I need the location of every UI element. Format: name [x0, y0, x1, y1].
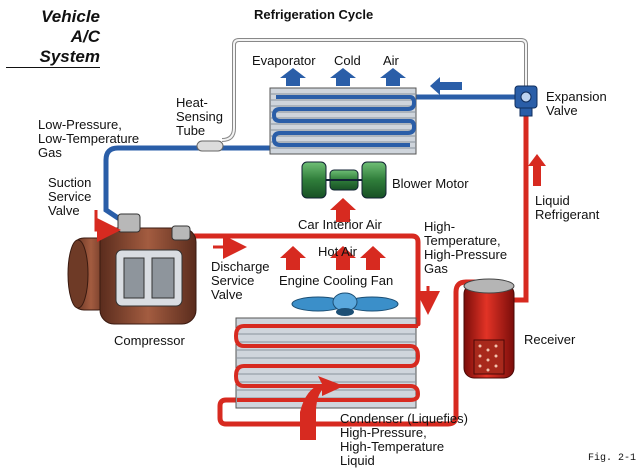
label-receiver: Receiver	[524, 332, 576, 347]
label-high-temp-gas: High- Temperature, High-Pressure Gas	[424, 219, 508, 276]
flow-arrow-blue	[430, 77, 462, 95]
label-heat-sensing-tube: Heat- Sensing Tube	[176, 95, 223, 138]
label-condenser: Condenser (Liquefies) High-Pressure, Hig…	[340, 411, 468, 468]
label-expansion-valve: Expansion Valve	[546, 89, 607, 118]
condenser	[233, 317, 421, 409]
expansion-valve	[514, 85, 538, 117]
diagram-title: Refrigeration Cycle	[254, 7, 374, 22]
cold-air-arrows	[280, 68, 462, 95]
label-cold: Cold	[334, 53, 361, 68]
engine-cooling-fan	[291, 292, 399, 316]
condenser-airflow-arrow	[300, 376, 344, 440]
label-suction-service-valve: Suction Service Valve	[48, 175, 92, 218]
label-air: Air	[383, 53, 399, 68]
receiver	[463, 278, 515, 379]
flow-arrows-thin	[94, 210, 440, 315]
blower-motor	[301, 161, 387, 199]
label-hot-air: Hot Air	[318, 244, 358, 259]
page-title: Vehicle A/C System	[6, 7, 100, 68]
label-low-pressure-gas: Low-Pressure, Low-Temperature Gas	[38, 117, 140, 160]
label-car-interior-air: Car Interior Air	[298, 217, 382, 232]
flow-arrows-red	[280, 154, 546, 270]
heat-sensing-bulb	[196, 140, 224, 152]
low-pressure-line	[103, 94, 523, 221]
label-blower-motor: Blower Motor	[392, 176, 469, 191]
compressor	[67, 213, 197, 325]
heat-sensing-line	[221, 38, 528, 142]
label-liquid-refrigerant: Liquid Refrigerant	[535, 193, 600, 222]
evaporator	[269, 87, 417, 155]
label-engine-cooling-fan: Engine Cooling Fan	[279, 273, 394, 288]
high-pressure-line	[192, 107, 529, 427]
label-compressor: Compressor	[114, 333, 185, 348]
label-discharge-service-valve: Discharge Service Valve	[211, 259, 270, 302]
figure-label: Fig. 2-1	[588, 453, 637, 464]
label-evaporator: Evaporator	[252, 53, 316, 68]
